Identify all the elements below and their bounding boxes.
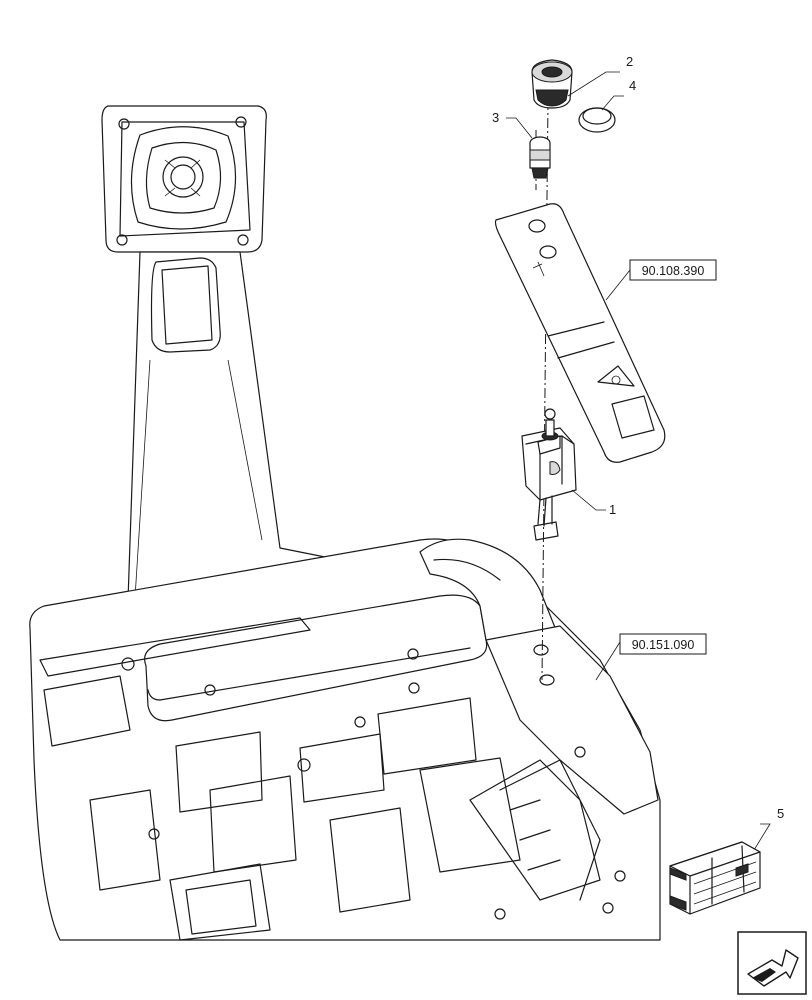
control-panel-plate (494, 203, 666, 463)
callout-5: 5 (777, 806, 784, 821)
part-2-knob (531, 59, 573, 109)
reference-console-label: 90.151.090 (632, 638, 695, 652)
part-1-switch (521, 408, 577, 541)
reference-console-box[interactable]: 90.151.090 (619, 633, 707, 655)
callout-3: 3 (492, 110, 499, 125)
part-4-cap (578, 107, 616, 133)
next-page-arrow-icon[interactable] (737, 931, 807, 995)
reference-panel-box[interactable]: 90.108.390 (629, 259, 717, 281)
reference-panel-label: 90.108.390 (642, 264, 705, 278)
callout-2: 2 (626, 54, 633, 69)
leader-lines (506, 71, 771, 851)
seat-pedestal (87, 105, 341, 621)
callout-labels: 2 4 3 1 5 (492, 54, 784, 821)
part-3-pin (529, 136, 551, 179)
callout-4: 4 (629, 78, 636, 93)
console-base (29, 538, 661, 941)
callout-1: 1 (609, 502, 616, 517)
parts-kit-box-icon (669, 841, 761, 915)
